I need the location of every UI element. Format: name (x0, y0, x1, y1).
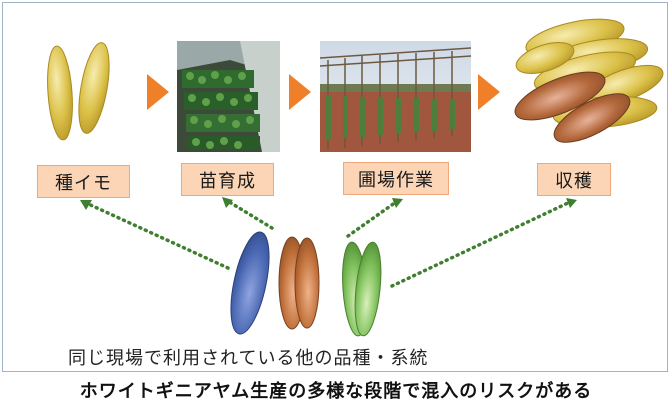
seedling-nursery-photo (177, 41, 280, 152)
risk-line (224, 198, 274, 230)
arrow-right-icon (478, 74, 500, 110)
other-varieties-caption: 同じ現場で利用されている他の品種・系統 (68, 348, 429, 369)
arrow-right-icon (147, 74, 169, 110)
stage-label-text: 種イモ (55, 172, 112, 194)
stage-label-harvest: 収穫 (537, 163, 611, 196)
figure-title: ホワイトギニアヤム生産の多様な段階で混入のリスクがある (79, 381, 593, 402)
arrowhead-icon (80, 200, 92, 210)
arrowhead-icon (222, 197, 233, 208)
field-work-photo (319, 41, 472, 152)
stage-label-text: 苗育成 (199, 170, 256, 192)
risk-line (82, 200, 230, 270)
harvest-yam-icon (514, 18, 664, 143)
other-varieties-yam-icon (230, 231, 382, 337)
seed-yam-icon (47, 42, 110, 141)
stage-label-text: 収穫 (555, 170, 593, 192)
risk-line (390, 200, 572, 288)
stage-label-seed-yam: 種イモ (37, 165, 130, 198)
stage-label-field-work: 圃場作業 (343, 162, 449, 195)
risk-dotted-lines (82, 198, 572, 288)
arrowhead-icon (392, 198, 403, 208)
arrowhead-icon (566, 198, 577, 208)
risk-arrowheads (80, 197, 577, 210)
stage-label-text: 圃場作業 (358, 169, 434, 191)
risk-line (346, 200, 398, 238)
arrow-right-icon (289, 74, 311, 110)
stage-label-seedling: 苗育成 (181, 163, 274, 196)
